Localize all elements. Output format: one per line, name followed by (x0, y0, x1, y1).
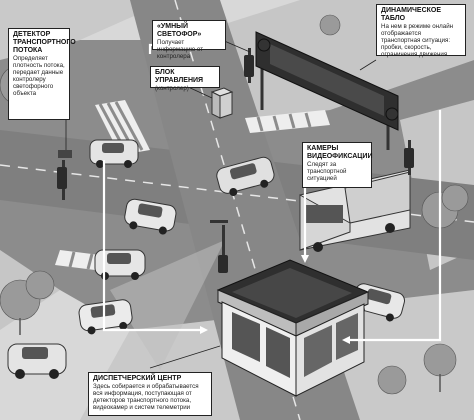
camera-view-beam (110, 240, 225, 370)
car-6 (7, 343, 67, 379)
dynamic-board (255, 31, 399, 150)
callout-dispatch: ДИСПЕТЧЕРСКИЙ ЦЕНТР Здесь собирается и о… (88, 372, 212, 416)
callout-dynamic-board-body: На нем в режиме онлайн отображается тран… (381, 23, 454, 58)
callout-detector: ДЕТЕКТОР ТРАНСПОРТНОГО ПОТОКА Определяет… (8, 28, 76, 120)
bus (299, 169, 411, 252)
callout-smart-light: «УМНЫЙ СВЕТОФОР» Получает информацию от … (152, 20, 226, 60)
callout-dynamic-board-title: ДИНАМИЧЕСКОЕ ТАБЛО (381, 7, 442, 22)
car-5 (78, 299, 133, 335)
callout-control-block: БЛОК УПРАВЛЕНИЯ (контролер) (150, 66, 220, 92)
traffic-lights (57, 48, 414, 273)
callout-cameras-title: КАМЕРЫ ВИДЕОФИКСАЦИИ (307, 145, 373, 160)
callout-dynamic-board: ДИНАМИЧЕСКОЕ ТАБЛО На нем в режиме онлай… (376, 4, 466, 58)
car-2 (216, 156, 275, 197)
callout-dispatch-body: Здесь собирается и обрабатывается вся ин… (93, 383, 199, 411)
callout-cameras-body: Следят за транспортной ситуацией (307, 161, 347, 182)
callout-smart-light-title: «УМНЫЙ СВЕТОФОР» (157, 23, 202, 38)
callout-control-block-body: (контролер) (155, 85, 189, 92)
callout-detector-body: Определяет плотность потока, передает да… (13, 55, 65, 97)
detector (58, 150, 72, 158)
car-1 (89, 139, 139, 168)
cars (7, 139, 405, 379)
callout-detector-title: ДЕТЕКТОР ТРАНСПОРТНОГО ПОТОКА (13, 31, 76, 54)
car-4 (94, 249, 146, 280)
car-3 (124, 198, 177, 235)
control-cabinet (210, 87, 234, 119)
callout-dispatch-title: ДИСПЕТЧЕРСКИЙ ЦЕНТР (93, 375, 182, 382)
callout-smart-light-body: Получает информацию от контролера (157, 39, 204, 60)
arrow-heads (200, 255, 350, 344)
callout-control-block-title: БЛОК УПРАВЛЕНИЯ (155, 69, 204, 84)
callout-cameras: КАМЕРЫ ВИДЕОФИКСАЦИИ Следят за транспорт… (302, 142, 373, 188)
dispatch-center-building (216, 259, 370, 397)
